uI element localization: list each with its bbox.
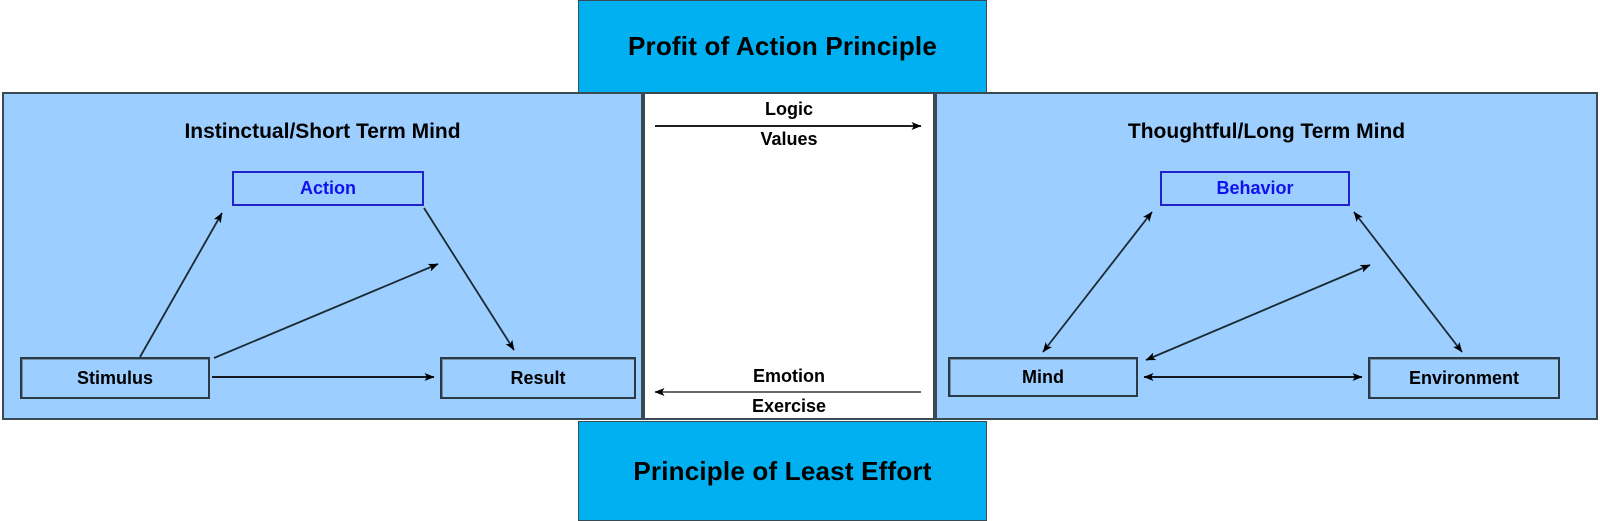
node-stimulus-label: Stimulus [76,367,153,388]
node-environment[interactable]: Environment [1368,357,1560,399]
node-behavior-label: Behavior [1216,178,1294,198]
node-result-label: Result [510,367,566,388]
banner-principle-of-least-effort: Principle of Least Effort [578,421,987,521]
node-behavior[interactable]: Behavior [1160,171,1350,206]
node-mind[interactable]: Mind [948,357,1138,397]
node-mind-label: Mind [1022,366,1064,387]
banner-profit-of-action-principle: Profit of Action Principle [578,0,987,93]
flow-label-logic: Logic [765,99,813,119]
panel-center-flow [643,92,935,420]
node-action[interactable]: Action [232,171,424,206]
flow-label-exercise: Exercise [751,396,827,416]
banner-top-label: Profit of Action Principle [627,31,938,61]
node-environment-label: Environment [1408,367,1519,388]
node-result[interactable]: Result [440,357,636,399]
panel-right-title: Thoughtful/Long Term Mind [1127,120,1406,143]
banner-bottom-label: Principle of Least Effort [633,455,932,486]
flow-label-emotion: Emotion [753,366,825,386]
node-stimulus[interactable]: Stimulus [20,357,210,399]
node-action-label: Action [300,178,356,198]
panel-left-title: Instinctual/Short Term Mind [184,120,461,143]
flow-label-values: Values [760,129,818,149]
